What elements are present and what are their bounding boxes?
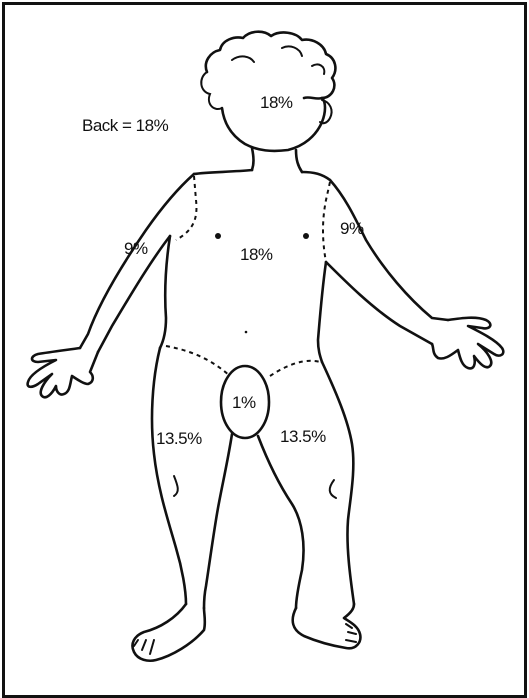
right-leg-inner: [204, 434, 232, 608]
nipple-left: [303, 233, 309, 239]
right-shoulder: [302, 172, 330, 180]
right-leg-label: 13.5%: [156, 429, 202, 448]
left-knee: [330, 480, 336, 498]
chest-label: 18%: [240, 245, 273, 264]
left-arm-outline: [326, 180, 448, 344]
genital-label: 1%: [232, 393, 256, 412]
left-leg-label: 13.5%: [280, 427, 326, 446]
right-leg-outer: [152, 348, 186, 604]
right-foot: [132, 604, 204, 661]
left-arm-label: 9%: [340, 219, 364, 238]
right-toes: [134, 640, 154, 654]
left-leg-outer: [322, 362, 354, 604]
right-knee: [174, 476, 178, 496]
left-leg-inner: [258, 436, 304, 608]
right-arm-outline: [80, 174, 194, 352]
hair-curl: [201, 72, 222, 109]
left-arm-seam: [323, 182, 330, 262]
navel: [245, 331, 248, 334]
right-hand: [28, 348, 98, 397]
torso-right-side: [318, 262, 326, 362]
hair-strand: [232, 46, 324, 74]
nipple-right: [215, 233, 221, 239]
left-shoulder: [194, 170, 252, 174]
right-arm-label: 9%: [124, 239, 148, 258]
head-label: 18%: [260, 93, 293, 112]
right-arm-seam: [176, 176, 196, 240]
back-label: Back = 18%: [82, 116, 169, 135]
left-hand: [432, 318, 503, 369]
torso-left-side: [160, 236, 170, 348]
diaper-line: [166, 346, 320, 376]
